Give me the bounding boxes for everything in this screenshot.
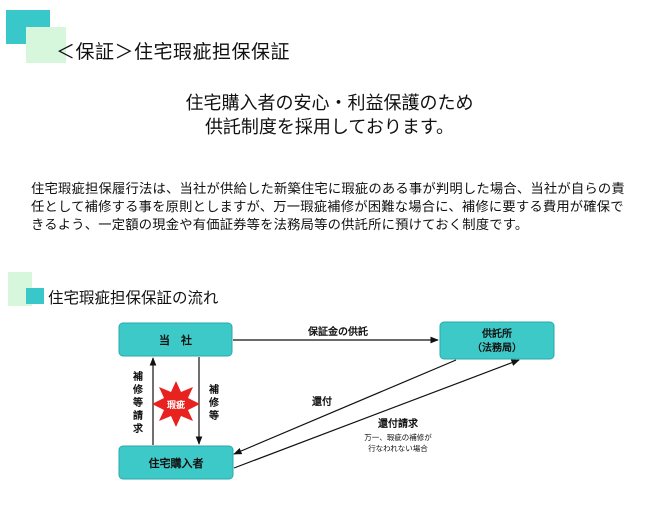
refund-request-label: 還付請求 [378,417,419,430]
section-title: 住宅瑕疵担保保証の流れ [48,289,219,307]
lead-line-1: 住宅購入者の安心・利益保護のため [185,93,474,114]
repair-char: 修 [208,396,220,409]
buyer-box [118,445,234,480]
buyer-label: 住宅購入者 [149,456,204,470]
depository-label-2: （法務局） [472,341,522,354]
repair-char: 等 [209,409,219,422]
page-title: ＜保証＞住宅瑕疵担保保証 [56,41,291,63]
repair-label: 補 修 等 [208,383,220,422]
refund-request-arrow [233,359,520,469]
repair-char: 補 [208,383,219,396]
depository-box [439,321,555,360]
defect-burst [152,381,200,427]
repair-request-char: 等 [133,396,143,409]
header-accent-square-light [26,27,66,63]
refund-note-line-2: 行なわれない場合 [368,443,428,453]
refund-label: 還付 [312,395,332,408]
refund-arrow [233,359,457,455]
repair-request-char: 修 [132,383,144,396]
company-label: 当 社 [159,333,192,347]
section-accent-square-dark [26,288,44,304]
refund-note-line-1: 万一、瑕疵の補修が [364,432,432,442]
lead-statement: 住宅購入者の安心・利益保護のため 供託制度を採用しております。 [0,92,659,140]
repair-request-label: 補 修 等 請 求 [132,370,144,435]
repair-request-char: 請 [133,409,143,422]
depository-label-1: 供託所 [481,327,512,340]
repair-request-char: 補 [132,370,143,383]
company-box [118,322,233,357]
repair-request-char: 求 [133,422,144,435]
description-paragraph: 住宅瑕疵担保履行法は、当社が供給した新築住宅に瑕疵のある事が判明した場合、当社が… [31,182,625,233]
deposit-label: 保証金の供託 [307,325,368,338]
defect-label: 瑕疵 [167,399,185,411]
lead-line-2: 供託制度を採用しております。 [204,117,455,138]
